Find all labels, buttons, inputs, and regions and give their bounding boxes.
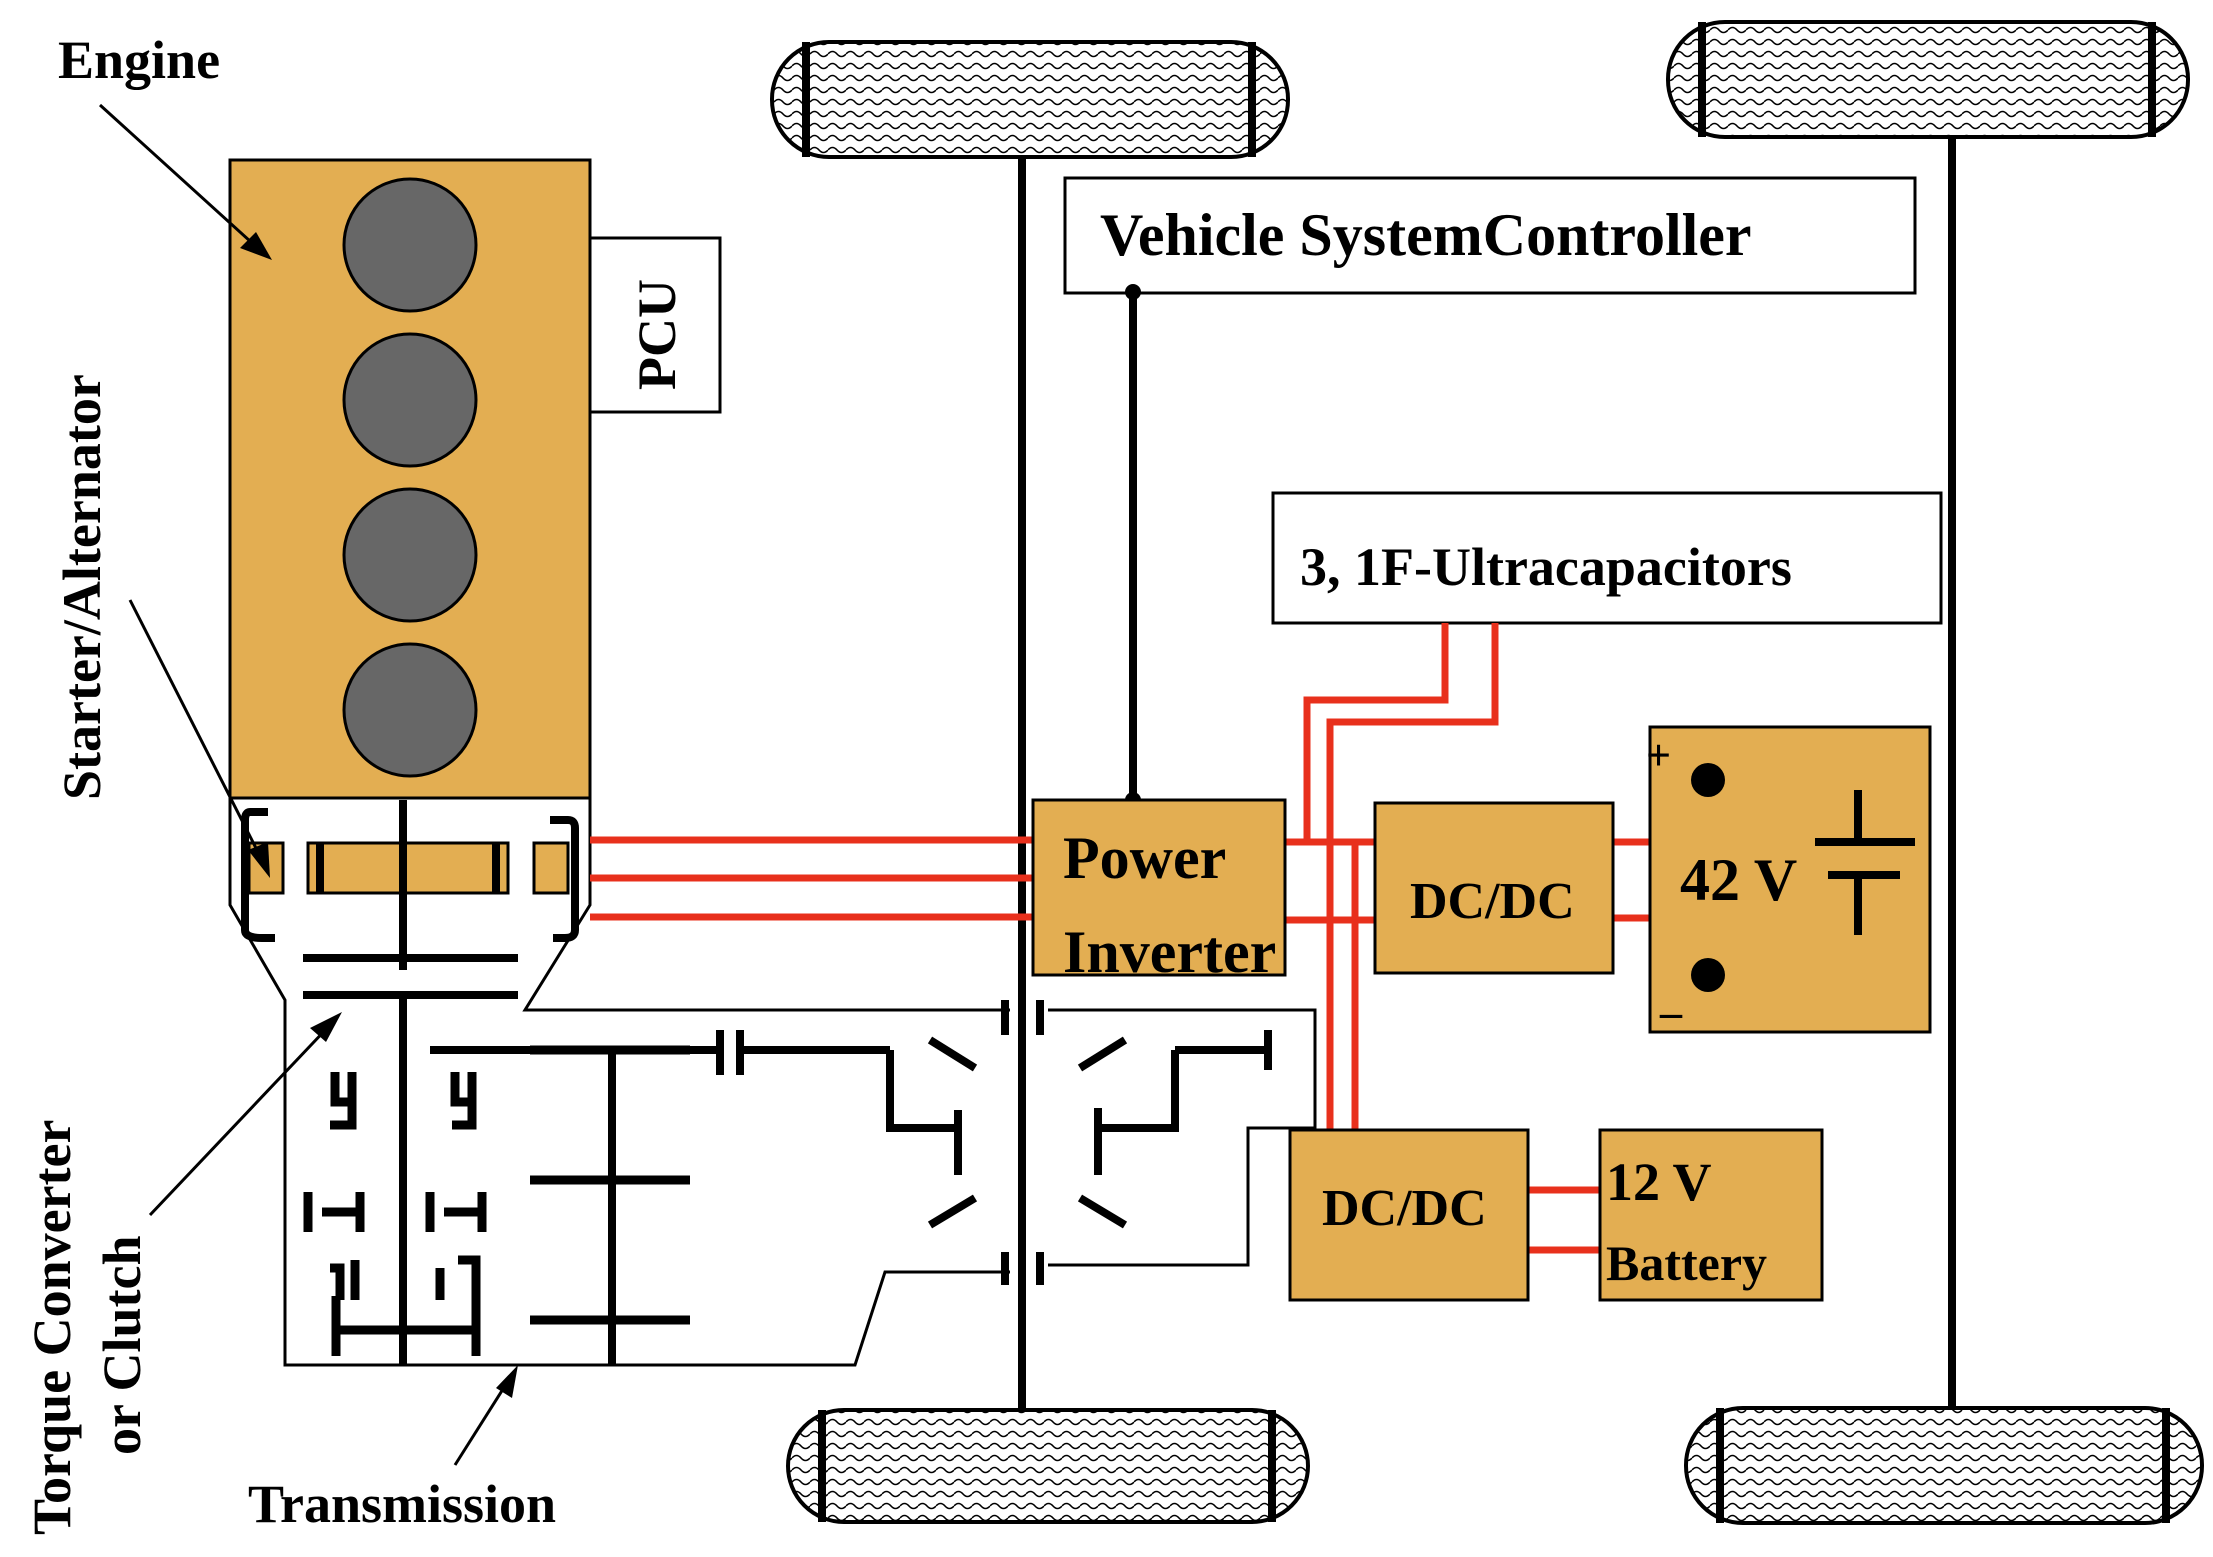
pcu-box	[588, 236, 722, 414]
starter-alternator	[241, 808, 579, 942]
battery-symbol-icon	[1815, 790, 1915, 935]
power-inverter-box	[1031, 798, 1287, 977]
ultracapacitors-label: 3, 1F-Ultracapacitors	[1300, 537, 1792, 597]
cylinder-4	[342, 642, 478, 778]
differential	[927, 1000, 1272, 1285]
cylinder-2	[342, 332, 478, 468]
wheel-front-bottom	[786, 1408, 1310, 1524]
torque-converter-label-line2: or Clutch	[92, 1235, 152, 1455]
crankshaft	[303, 800, 518, 1365]
wheel-rear-bottom	[1684, 1406, 2204, 1525]
cylinder-3	[342, 487, 478, 623]
vehicle-system-controller-label: Vehicle SystemController	[1100, 202, 1752, 268]
torque-converter-label-line1: Torque Converter	[22, 1120, 82, 1535]
battery-12v-box	[1598, 1128, 1824, 1302]
power-wires	[590, 623, 1650, 1254]
battery-42v-terminal-negative	[1691, 958, 1725, 992]
engine-label: Engine	[58, 30, 220, 90]
battery-12v-label-line1: 12 V	[1606, 1152, 1712, 1212]
battery-42v: + _ 42 V	[1646, 725, 1932, 1034]
battery-42v-plus-sign: +	[1646, 731, 1671, 780]
battery-42v-label: 42 V	[1680, 847, 1797, 913]
transmission-pointer-arrow	[453, 1365, 518, 1466]
controller-signal-line	[1125, 284, 1141, 808]
power-inverter-label-line1: Power	[1063, 825, 1226, 891]
alternator-winding-right	[532, 841, 570, 895]
power-inverter-label-line2: Inverter	[1063, 919, 1276, 985]
cylinder-1	[342, 177, 478, 313]
torque-converter-pointer-arrow	[148, 1012, 342, 1217]
wheel-rear-top	[1666, 20, 2190, 139]
battery-12v-label-line2: Battery	[1606, 1235, 1767, 1291]
pcu-label: PCU	[627, 279, 687, 390]
bellhousing-outline	[228, 798, 1317, 1367]
engine-pointer-arrow	[98, 103, 272, 260]
dcdc-upper-box	[1373, 801, 1615, 975]
engine-block	[228, 158, 592, 800]
alternator-rotor	[306, 841, 510, 895]
dcdc-upper-label: DC/DC	[1410, 873, 1575, 930]
wheel-front-top	[770, 40, 1290, 159]
dcdc-lower-label: DC/DC	[1322, 1180, 1487, 1237]
battery-42v-terminal-positive	[1691, 763, 1725, 797]
starter-alternator-label: Starter/Alternator	[52, 374, 112, 800]
dcdc-lower-box	[1288, 1128, 1530, 1302]
ultracapacitors-box	[1271, 491, 1943, 625]
transmission-gears	[303, 1030, 962, 1365]
vehicle-system-controller-box	[1063, 176, 1917, 295]
starter-alternator-pointer-arrow	[128, 599, 270, 878]
transmission-label: Transmission	[248, 1474, 556, 1534]
battery-42v-minus-sign: _	[1659, 973, 1683, 1022]
